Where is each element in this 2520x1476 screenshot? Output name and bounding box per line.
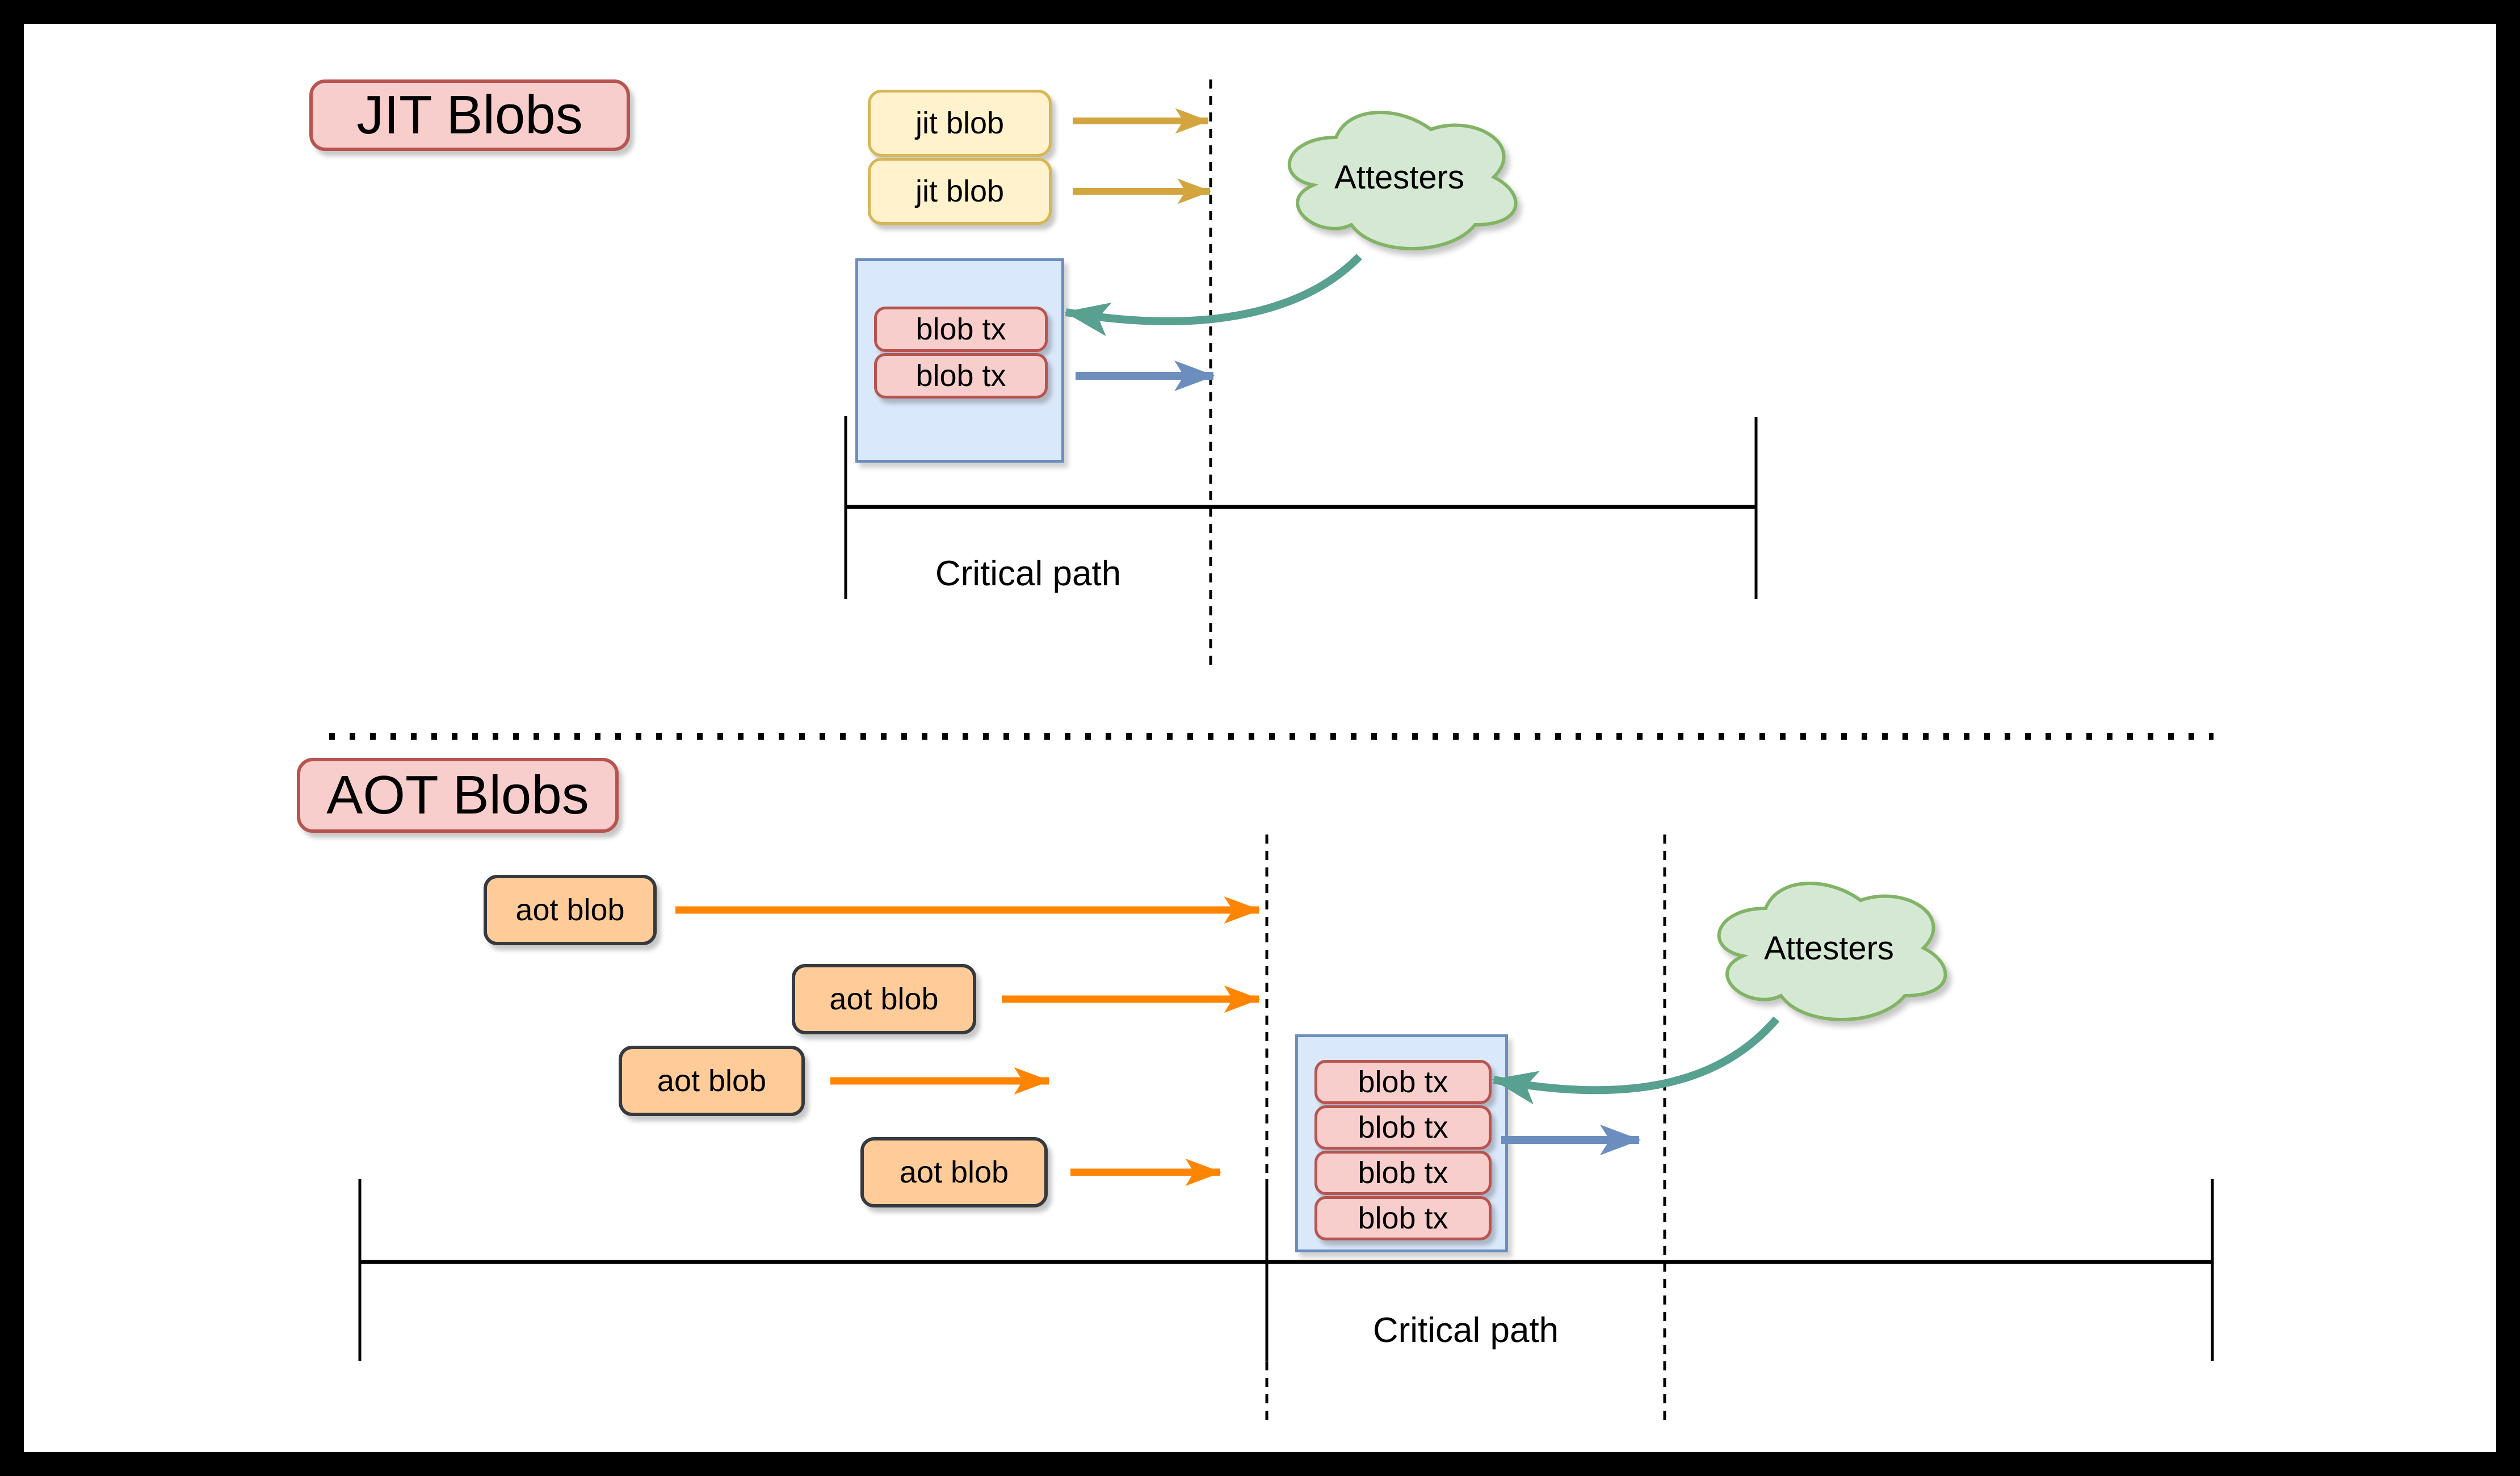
aot-blob-tx-node-3: blob tx bbox=[1314, 1151, 1492, 1195]
aot-blob-tx-label-2: blob tx bbox=[1358, 1110, 1448, 1144]
jit-blob-tx-label-1: blob tx bbox=[915, 312, 1006, 346]
aot-title-box: AOT Blobs bbox=[297, 758, 619, 833]
aot-blob-tx-node-2: blob tx bbox=[1314, 1105, 1492, 1150]
jit-blob-label-1: jit blob bbox=[915, 106, 1005, 140]
jit-blob-tx-node-2: blob tx bbox=[874, 353, 1048, 399]
aot-blob-node-1: aot blob bbox=[484, 875, 657, 945]
aot-blob-tx-node-4: blob tx bbox=[1314, 1196, 1492, 1240]
jit-critical-path-label: Critical path bbox=[935, 554, 1122, 593]
aot-critical-path-label: Critical path bbox=[1372, 1310, 1559, 1350]
aot-blob-tx-label-4: blob tx bbox=[1358, 1201, 1448, 1235]
jit-title-box: JIT Blobs bbox=[309, 79, 630, 151]
jit-title-label: JIT Blobs bbox=[356, 85, 583, 145]
aot-blob-tx-label-1: blob tx bbox=[1358, 1065, 1448, 1099]
aot-blob-tx-label-3: blob tx bbox=[1358, 1156, 1448, 1190]
aot-blob-node-4: aot blob bbox=[860, 1137, 1048, 1207]
jit-attesters-label: Attesters bbox=[1334, 158, 1464, 196]
aot-blob-label-3: aot blob bbox=[657, 1064, 767, 1098]
aot-blob-tx-node-1: blob tx bbox=[1314, 1060, 1492, 1104]
aot-blob-node-3: aot blob bbox=[619, 1046, 805, 1116]
aot-attesters-label: Attesters bbox=[1764, 929, 1894, 967]
aot-blob-label-2: aot blob bbox=[829, 982, 939, 1016]
jit-blob-tx-label-2: blob tx bbox=[915, 359, 1006, 393]
aot-blob-label-1: aot blob bbox=[515, 893, 625, 927]
aot-blob-label-4: aot blob bbox=[899, 1155, 1009, 1189]
jit-blob-node-2: jit blob bbox=[868, 158, 1052, 225]
jit-blob-label-2: jit blob bbox=[915, 174, 1005, 208]
jit-blob-tx-node-1: blob tx bbox=[874, 307, 1048, 352]
jit-blob-node-1: jit blob bbox=[868, 90, 1052, 157]
aot-blob-node-2: aot blob bbox=[792, 964, 976, 1034]
aot-title-label: AOT Blobs bbox=[326, 765, 589, 825]
